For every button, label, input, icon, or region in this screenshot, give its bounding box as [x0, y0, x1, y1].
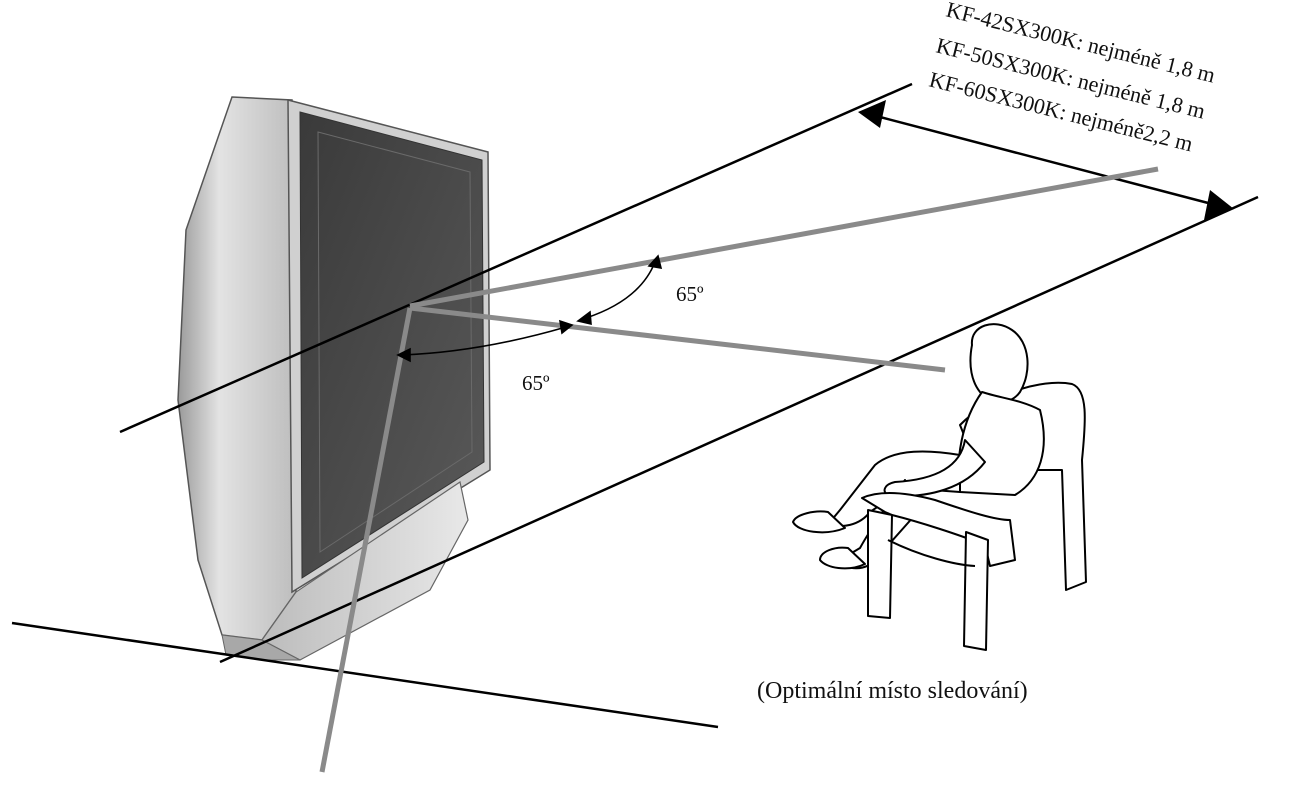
armchair-arm	[861, 491, 1016, 567]
armchair-seat-front	[887, 539, 976, 567]
sight-lines	[319, 166, 1159, 773]
armchair-front-leg	[867, 509, 893, 619]
angle-label-left: 65º	[522, 371, 550, 395]
sight-line-vertical	[319, 307, 413, 773]
angle-arcs	[396, 254, 663, 363]
tv-pedestal	[221, 634, 301, 661]
viewer-foot-lower	[819, 546, 866, 570]
viewer-torso	[957, 391, 1045, 496]
guide-lines	[11, 82, 1259, 729]
floor-line	[11, 621, 719, 729]
viewer-arm	[883, 439, 986, 498]
tv-cabinet-side	[177, 96, 297, 641]
viewer-in-armchair	[792, 323, 1087, 651]
angle-arc-right-head-bottom	[576, 310, 592, 326]
distance-arrow-head-start	[858, 100, 886, 128]
angle-arc-left	[401, 326, 567, 356]
distance-arrow	[858, 100, 1234, 220]
upper-boundary-line	[119, 82, 913, 434]
distance-arrow-head-end	[1204, 190, 1234, 220]
model-distance-labels: KF-42SX300K: nejméně 1,8 m KF-50SX300K: …	[927, 0, 1218, 156]
angle-arc-left-head-left	[396, 347, 411, 363]
viewer-foot-upper	[792, 510, 846, 534]
armchair-side-leg	[963, 531, 989, 651]
viewer-head	[969, 323, 1029, 403]
sight-line-lower	[409, 305, 946, 373]
angle-arc-left-head-right	[558, 319, 574, 335]
angle-arc-right-head-top	[647, 254, 663, 269]
distance-arrow-shaft	[879, 115, 1213, 206]
sight-line-upper	[409, 166, 1159, 309]
tv-screen-inner	[317, 131, 473, 553]
tv-screen	[299, 111, 485, 579]
angle-label-right: 65º	[676, 282, 704, 306]
optimal-viewing-caption: (Optimální místo sledování)	[757, 678, 1028, 704]
lower-boundary-line	[219, 195, 1259, 664]
angle-arc-right	[585, 261, 656, 319]
television	[177, 96, 491, 661]
